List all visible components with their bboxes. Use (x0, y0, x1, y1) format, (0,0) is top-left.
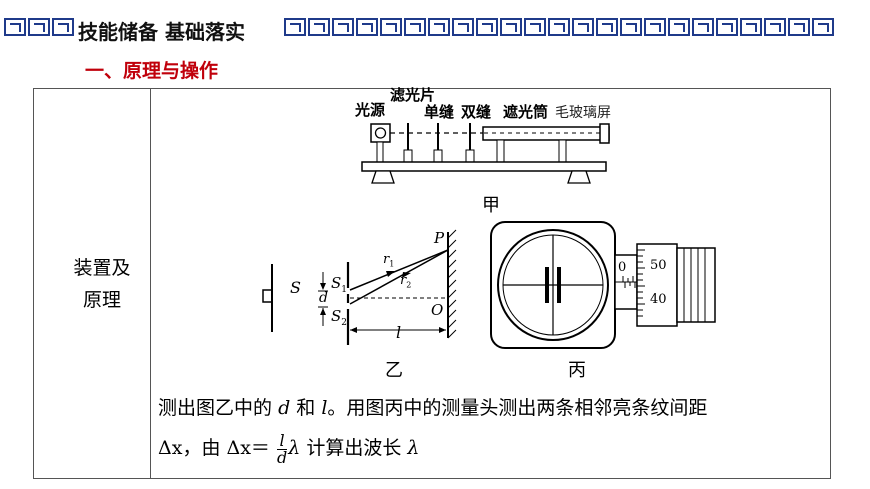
caption-yi: 乙 (385, 360, 403, 381)
optical-bench (361, 161, 607, 172)
greek-key-left-decoration (4, 18, 74, 36)
description-line-1: 测出图乙中的 d 和 l。用图丙中的测量头测出两条相邻亮条纹间距 (158, 397, 708, 419)
section-title: 一、原理与操作 (85, 60, 219, 82)
label-screen: 毛玻璃屏 (555, 105, 611, 121)
label-d: d (319, 290, 328, 306)
caption-jia: 甲 (482, 195, 500, 216)
scale-zero: 0 (618, 260, 627, 275)
page-title: 技能储备 基础落实 (78, 20, 245, 44)
scale-bottom: 40 (650, 292, 667, 307)
description: 测出图乙中的 d 和 l。用图丙中的测量头测出两条相邻亮条纹间距 Δx，由 Δx… (158, 388, 707, 468)
description-line-2: Δx，由 Δx＝ l d λ 计算出波长 λ (158, 430, 420, 467)
label-S: S (290, 278, 301, 297)
label-filter: 滤光片 (390, 86, 436, 104)
table-column-divider (150, 88, 151, 479)
label-O: O (431, 301, 444, 319)
scale-top: 50 (650, 258, 667, 273)
content-table (33, 88, 831, 479)
label-double-slit: 双缝 (461, 103, 492, 121)
label-light-source: 光源 (355, 101, 386, 119)
label-single-slit: 单缝 (424, 103, 455, 121)
row-label: 装置及 原理 (73, 257, 131, 311)
fraction: l d (276, 430, 288, 467)
label-P: P (434, 229, 445, 247)
header-banner: 技能储备 基础落实 (0, 10, 870, 44)
caption-bing: 丙 (568, 360, 586, 381)
label-tube: 遮光筒 (503, 103, 549, 121)
label-S1: S1 (331, 274, 348, 295)
screen-end (599, 123, 610, 144)
greek-key-right-decoration (284, 18, 834, 36)
label-r1: r1 (383, 252, 395, 269)
label-S2: S2 (331, 307, 348, 328)
lamp-bulb (374, 127, 387, 139)
label-l: l (396, 323, 402, 342)
label-r2: r2 (400, 273, 412, 290)
